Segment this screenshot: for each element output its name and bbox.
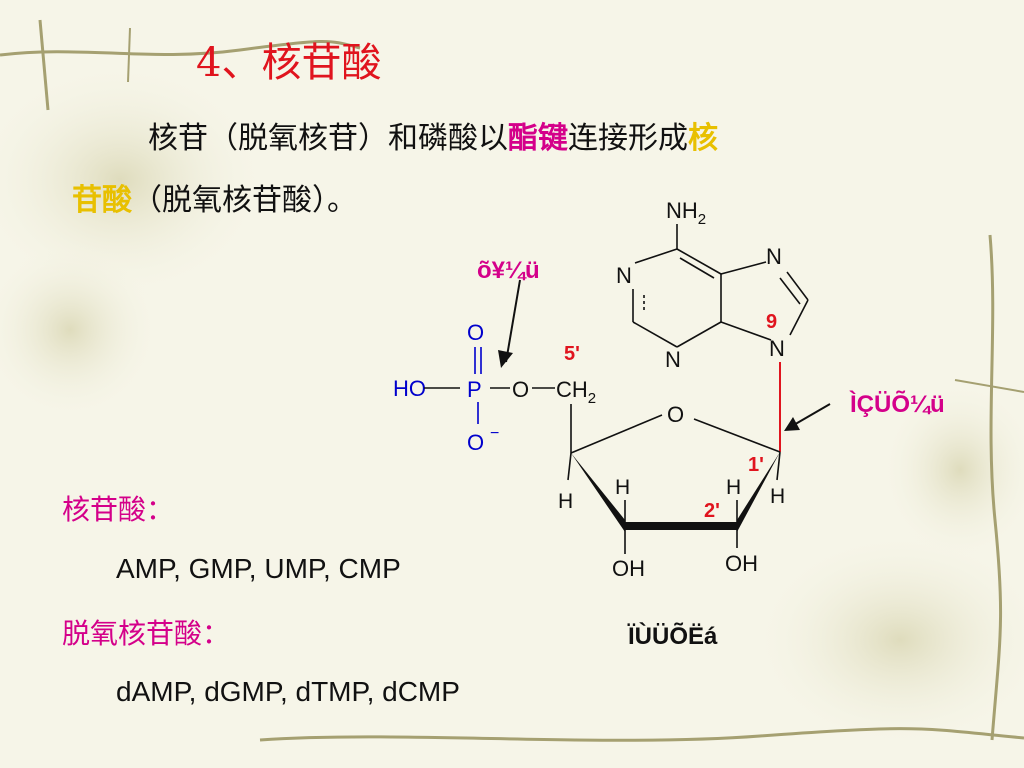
hydroxyl-label: OH: [725, 551, 758, 576]
hydroxyl-label: HO: [393, 376, 426, 401]
subscript-2: 2: [588, 390, 596, 407]
amp-structure-diagram: NH2 N N N N 9 O 5' 1' 2' H H H H OH OH H…: [393, 198, 945, 650]
ester-bond-term: 酯键: [508, 121, 568, 156]
description-line-2: 苷酸（脱氧核苷酸）。: [72, 175, 357, 219]
description-text: 连接形成: [568, 121, 688, 156]
ring-nitrogen-label: N: [616, 263, 632, 288]
ring-oxygen-label: O: [667, 402, 684, 427]
hydroxyl-label: OH: [612, 556, 645, 581]
description-line-1: 核苷（脱氧核苷）和磷酸以酯键连接形成核: [148, 113, 718, 157]
hydrogen-label: H: [770, 485, 785, 508]
nucleotide-term-part2: 苷酸: [72, 183, 132, 218]
hydrogen-label: H: [615, 476, 630, 499]
glycosidic-arrow-head: [784, 417, 800, 431]
phosphate-oxygen-label: O: [467, 320, 484, 345]
amino-group-label: NH2: [666, 198, 706, 228]
hydrogen-label: H: [726, 476, 741, 499]
deoxy-list: dAMP, dGMP, dTMP, dCMP: [116, 676, 460, 707]
ester-bond-label: õ¥¼ü: [477, 257, 540, 284]
subscript-2: 2: [698, 211, 706, 228]
position-5-label: 5': [564, 343, 580, 365]
adenine-ring: [632, 224, 809, 348]
structure-caption: ÏÙÜÕËá: [627, 622, 718, 650]
ester-arrow-head: [498, 350, 513, 368]
phosphorus-label: P: [467, 377, 482, 402]
description-text: 核苷（脱氧核苷）和磷酸以: [148, 121, 508, 156]
linking-oxygen-label: O: [512, 377, 529, 402]
glycosidic-arrow-line: [791, 403, 831, 427]
glycosidic-bond-label: ÌÇÜÕ¼ü: [849, 390, 945, 418]
position-9-label: 9: [766, 311, 777, 333]
nucleotide-list: AMP, GMP, UMP, CMP: [116, 553, 401, 584]
slide-title: 4、核苷酸: [196, 40, 382, 86]
ribose-wedge-right: [737, 452, 780, 532]
ring-nitrogen-label: N: [766, 244, 782, 269]
ring-nitrogen-label: N: [769, 336, 785, 361]
deoxy-heading: 脱氧核苷酸：: [62, 617, 231, 650]
nucleotide-heading: 核苷酸：: [62, 493, 175, 526]
phosphate-oxygen-label: O: [467, 430, 484, 455]
position-2-label: 2': [704, 500, 720, 522]
nucleotide-term-part1: 核: [688, 121, 718, 156]
hydrogen-label: H: [558, 490, 573, 513]
ester-arrow-line: [505, 279, 521, 363]
ring-nitrogen-label: N: [665, 347, 681, 372]
position-1-label: 1': [748, 454, 764, 476]
phosphate-group: HO P O O − O CH2: [393, 320, 596, 455]
ribose-wedge-left: [571, 453, 625, 532]
methylene-label: CH2: [556, 377, 596, 407]
description-text: （脱氧核苷酸）。: [132, 183, 357, 218]
negative-charge-label: −: [490, 425, 499, 442]
ribose-ring: [567, 404, 781, 554]
